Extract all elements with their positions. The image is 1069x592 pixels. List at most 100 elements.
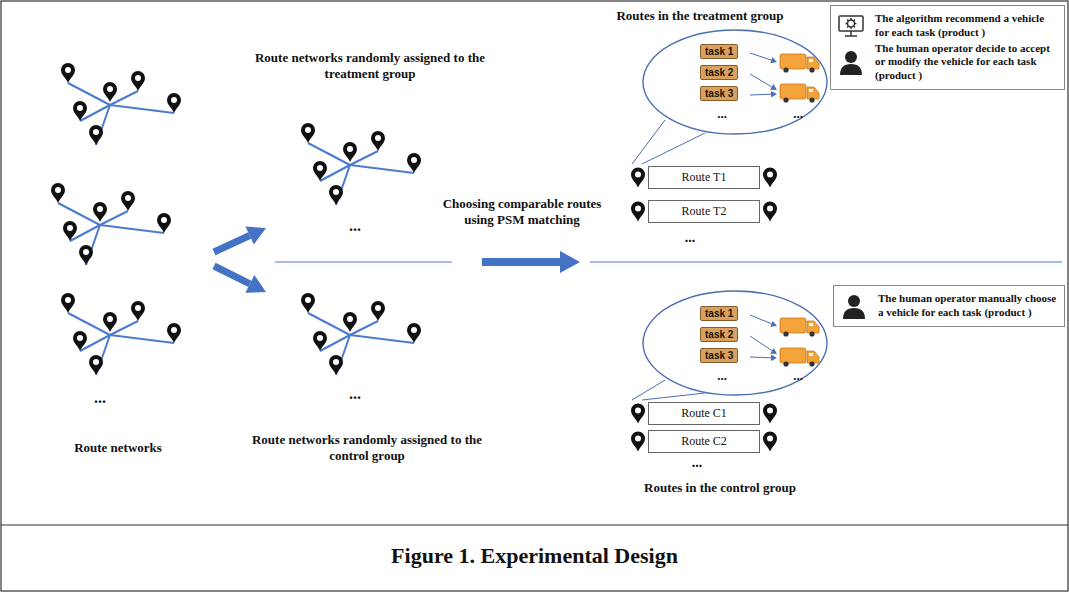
- map-pin-hole: [171, 97, 177, 103]
- person-head: [848, 295, 860, 307]
- map-pin-hole: [767, 436, 773, 442]
- caption-divider: [1, 524, 1068, 525]
- map-pin-hole: [97, 206, 103, 212]
- map-pin-hole: [317, 335, 323, 341]
- truck-cab: [807, 57, 819, 69]
- map-pin-hole: [65, 297, 71, 303]
- group-divider: [275, 261, 452, 262]
- group-label: Route networks: [43, 440, 193, 456]
- map-pin: [79, 245, 93, 265]
- task-label: task 1: [705, 308, 733, 319]
- task-box: task 2: [700, 65, 738, 80]
- ellipsis-mark: ...: [80, 388, 120, 407]
- map-pin-hole: [635, 408, 641, 414]
- info-text: The human operator manually choose a veh…: [878, 292, 1058, 320]
- gear-tooth: [853, 19, 854, 20]
- route-box: Route T1: [648, 166, 760, 189]
- map-pin: [329, 355, 343, 375]
- map-pin: [131, 301, 145, 321]
- assign-arrow: [214, 266, 250, 284]
- map-pin-hole: [135, 75, 141, 81]
- map-pin-hole: [65, 67, 71, 73]
- map-pin-hole: [411, 157, 417, 163]
- ellipsis-mark: ...: [783, 368, 813, 384]
- map-pin: [763, 168, 777, 188]
- map-pin: [763, 202, 777, 222]
- map-pin: [329, 185, 343, 205]
- gear-tooth: [850, 27, 852, 29]
- info-row: The human operator decide to accept or m…: [837, 42, 1058, 83]
- map-pin: [313, 161, 327, 181]
- map-pin: [61, 63, 75, 83]
- route-label: Route T2: [682, 204, 727, 218]
- map-pin: [313, 331, 327, 351]
- task-label: task 1: [705, 46, 733, 57]
- task-ellipse: [643, 30, 827, 134]
- map-pin-hole: [107, 86, 113, 92]
- match-arrow: [482, 258, 560, 266]
- route-label: Route C2: [681, 434, 727, 448]
- map-pin: [167, 323, 181, 343]
- assign-arrow: [214, 236, 250, 252]
- truck-wheel: [809, 97, 814, 102]
- ellipsis-mark: ...: [670, 230, 710, 247]
- route-link: [350, 335, 414, 343]
- gear-tooth: [846, 23, 848, 25]
- route-label: Route C1: [681, 406, 727, 420]
- map-pin-hole: [635, 206, 641, 212]
- group-label: Choosing comparable routes using PSM mat…: [435, 196, 610, 227]
- map-pin-hole: [107, 316, 113, 322]
- route-box: Route C1: [648, 402, 760, 425]
- map-pin-hole: [375, 305, 381, 311]
- assign-line-head: [771, 354, 777, 361]
- truck-wheel: [783, 97, 788, 102]
- truck-body: [780, 318, 806, 333]
- gear-tooth: [853, 26, 854, 27]
- gear-tooth: [850, 18, 852, 20]
- map-pin-hole: [67, 225, 73, 231]
- map-pin-hole: [305, 297, 311, 303]
- truck-cab: [807, 87, 819, 99]
- map-pin: [63, 221, 77, 241]
- map-pin-hole: [767, 172, 773, 178]
- route-box: Route T2: [648, 200, 760, 223]
- map-pin: [93, 202, 107, 222]
- map-pin: [631, 432, 645, 452]
- assign-line: [750, 336, 772, 351]
- map-pin: [89, 355, 103, 375]
- map-pin-hole: [767, 408, 773, 414]
- assign-line: [750, 315, 771, 324]
- truck-cab: [807, 321, 819, 333]
- map-pin-hole: [93, 359, 99, 365]
- map-pin: [301, 123, 315, 143]
- ellipsis-mark: ...: [335, 216, 375, 235]
- monitor-base: [845, 35, 857, 37]
- task-ellipse: [643, 291, 827, 395]
- map-pin-hole: [161, 217, 167, 223]
- map-pin-hole: [635, 436, 641, 442]
- map-pin: [371, 301, 385, 321]
- assign-line: [750, 53, 771, 60]
- info-text: The human operator decide to accept or m…: [875, 42, 1058, 83]
- ellipsis-mark: ...: [335, 384, 375, 403]
- map-pin: [407, 323, 421, 343]
- map-pin-hole: [83, 249, 89, 255]
- task-label: task 3: [705, 350, 733, 361]
- map-pin: [51, 183, 65, 203]
- gear-tooth: [855, 23, 857, 25]
- figure-caption: Figure 1. Experimental Design: [0, 543, 1069, 569]
- truck-wheel: [783, 361, 788, 366]
- map-pin: [631, 168, 645, 188]
- map-pin: [763, 432, 777, 452]
- group-label: Routes in the treatment group: [580, 8, 820, 24]
- assign-line-head: [770, 84, 777, 90]
- info-row: The human operator manually choose a veh…: [840, 292, 1058, 320]
- route-label: Route T1: [682, 170, 727, 184]
- group-label: Route networks randomly assigned to the …: [245, 50, 495, 81]
- map-pin: [763, 404, 777, 424]
- truck-body: [780, 348, 806, 363]
- zoom-leader: [632, 120, 665, 164]
- map-pin: [61, 293, 75, 313]
- person-icon: [840, 293, 868, 319]
